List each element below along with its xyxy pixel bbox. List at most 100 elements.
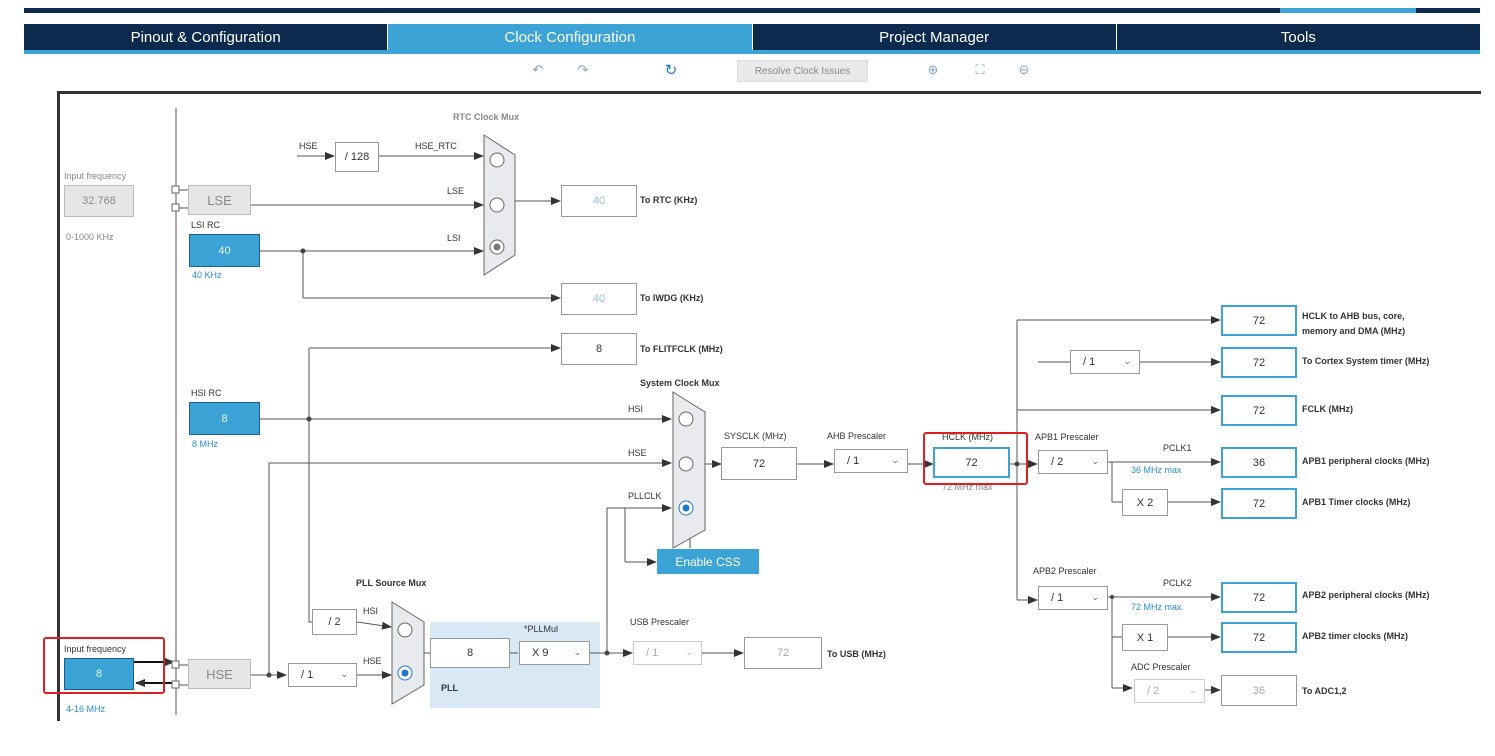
zoom-in-icon[interactable]: ⊕: [927, 62, 939, 77]
ahb-prescaler-label: AHB Prescaler: [827, 431, 887, 441]
cortex-timer-prescaler-value: / 1: [1083, 356, 1096, 368]
hclk-ahb-label-line1: HCLK to AHB bus, core,: [1302, 311, 1405, 321]
apb2-timer-value[interactable]: 72: [1221, 622, 1297, 653]
pclk1-label: PCLK1: [1163, 443, 1192, 453]
lse-input-frequency-label: Input frequency: [64, 171, 127, 181]
hse-input-frequency-field[interactable]: 8: [64, 658, 134, 690]
lse-input-frequency-field[interactable]: 32.768: [64, 185, 134, 217]
pllsrc-hsi-label: HSI: [363, 606, 379, 616]
hse-predivider-value: / 1: [301, 669, 314, 681]
hclk-max-label: 72 MHz max: [942, 482, 993, 492]
rtc-lse-label: LSE: [447, 186, 465, 196]
apb2-peripheral-value[interactable]: 72: [1221, 582, 1297, 613]
flitfclk-value: 8: [561, 333, 637, 365]
hclk-highlight: [923, 432, 1028, 485]
to-usb-label: To USB (MHz): [827, 649, 886, 659]
cortex-timer-prescaler-select[interactable]: / 1 ⌄: [1070, 350, 1140, 374]
usb-prescaler-select[interactable]: / 1 ⌄: [633, 641, 702, 665]
to-rtc-label: To RTC (KHz): [640, 195, 698, 205]
rtc-clock-mux-title: RTC Clock Mux: [453, 112, 520, 122]
top-strip: [0, 0, 1495, 13]
pclk2-label: PCLK2: [1163, 578, 1192, 588]
adc-prescaler-select[interactable]: / 2 ⌄: [1134, 679, 1205, 703]
sysmux-pllclk-label: PLLCLK: [628, 491, 662, 501]
hsi-rc-value: 8: [189, 402, 260, 435]
chevron-down-icon: ⌄: [340, 668, 348, 679]
to-adc-label: To ADC1,2: [1302, 686, 1347, 696]
hse-predivider-select[interactable]: / 1 ⌄: [288, 663, 357, 687]
chevron-down-icon: ⌄: [1188, 684, 1196, 695]
apb1-max-label: 36 MHz max: [1131, 465, 1182, 475]
sysmux-hsi-label: HSI: [628, 404, 644, 414]
tab-pinout-configuration[interactable]: Pinout & Configuration: [24, 24, 389, 50]
apb2-prescaler-select[interactable]: / 1 ⌄: [1038, 586, 1108, 610]
lsi-freq-label: 40 KHz: [192, 270, 222, 280]
hclk-ahb-label-line2: memory and DMA (MHz): [1302, 326, 1406, 336]
redo-icon[interactable]: ↷: [577, 62, 589, 77]
enable-css-button[interactable]: Enable CSS: [657, 549, 759, 574]
pllsrc-hse-label: HSE: [363, 656, 382, 666]
cortex-timer-label: To Cortex System timer (MHz): [1302, 356, 1430, 366]
apb2-peripheral-label: APB2 peripheral clocks (MHz): [1302, 590, 1430, 600]
tab-clock-configuration[interactable]: Clock Configuration: [388, 24, 753, 50]
hsi-rc-label: HSI RC: [191, 388, 222, 398]
usb-prescaler-value: / 1: [646, 647, 659, 659]
hse-rtc-label: HSE_RTC: [415, 141, 457, 151]
cortex-timer-value[interactable]: 72: [1221, 347, 1297, 378]
chevron-down-icon: ⌄: [1091, 455, 1099, 466]
lsi-rc-label: LSI RC: [191, 220, 221, 230]
to-iwdg-label: To IWDG (KHz): [640, 293, 704, 303]
apb2-prescaler-label: APB2 Prescaler: [1033, 566, 1097, 576]
hclk-ahb-value[interactable]: 72: [1221, 305, 1297, 336]
tab-tools[interactable]: Tools: [1280, 28, 1316, 46]
pll-multiplier-select[interactable]: X 9 ⌄: [519, 641, 590, 665]
apb2-prescaler-value: / 1: [1051, 592, 1064, 604]
resolve-clock-issues-button[interactable]: Resolve Clock Issues: [737, 60, 868, 82]
apb1-prescaler-value: / 2: [1051, 456, 1064, 468]
hsi-freq-label: 8 MHz: [192, 439, 219, 449]
hclk-label: HCLK (MHz): [942, 432, 993, 442]
lse-range-label: 0-1000 KHz: [66, 232, 114, 242]
hse-block: HSE: [188, 659, 251, 689]
clock-diagram-canvas: [57, 91, 1481, 721]
top-strip-accent: [1280, 8, 1416, 13]
chevron-down-icon: ⌄: [1091, 591, 1099, 602]
pll-mul-label: *PLLMul: [524, 624, 559, 634]
hse-input-highlight: [43, 637, 165, 694]
fit-screen-icon[interactable]: ⛶: [975, 62, 985, 77]
zoom-out-icon[interactable]: ⊖: [1018, 62, 1030, 77]
undo-icon[interactable]: ↶: [532, 62, 544, 77]
ahb-prescaler-select[interactable]: / 1 ⌄: [834, 449, 908, 473]
sysmux-hse-label: HSE: [628, 448, 647, 458]
apb1-prescaler-select[interactable]: / 2 ⌄: [1038, 450, 1108, 474]
adc-prescaler-label: ADC Prescaler: [1131, 662, 1191, 672]
lsi-rc-value: 40: [189, 234, 260, 267]
hse-input-frequency-label: Input frequency: [64, 644, 127, 654]
hse-range-label: 4-16 MHz: [66, 704, 106, 714]
tab-project-manager[interactable]: Project Manager: [753, 24, 1117, 50]
iwdg-output-value: 40: [561, 283, 637, 315]
chevron-down-icon: ⌄: [685, 646, 693, 657]
refresh-icon[interactable]: ↻: [664, 62, 678, 79]
chevron-down-icon: ⌄: [891, 454, 899, 465]
usb-output-value: 72: [744, 637, 822, 669]
adc-prescaler-value: / 2: [1147, 685, 1160, 697]
apb1-peripheral-value[interactable]: 36: [1221, 447, 1297, 478]
chevron-down-icon: ⌄: [1123, 355, 1131, 366]
sysclk-label: SYSCLK (MHz): [724, 431, 787, 441]
fclk-value[interactable]: 72: [1221, 395, 1297, 426]
usb-prescaler-label: USB Prescaler: [630, 617, 690, 627]
hclk-value[interactable]: 72: [933, 447, 1010, 478]
ahb-prescaler-value: / 1: [847, 455, 860, 467]
rtc-hse-label: HSE: [299, 141, 318, 151]
pll-multiplier-value: X 9: [532, 647, 549, 659]
apb1-timer-value[interactable]: 72: [1221, 488, 1297, 519]
pll-label: PLL: [441, 683, 458, 693]
apb2-timer-multiplier: X 1: [1122, 624, 1168, 651]
rtc-lsi-label: LSI: [447, 233, 461, 243]
chevron-down-icon: ⌄: [573, 646, 581, 657]
rtc-output-value: 40: [561, 185, 637, 217]
hse-rtc-divider: / 128: [335, 142, 379, 172]
hsi-pll-divider: / 2: [312, 609, 357, 635]
